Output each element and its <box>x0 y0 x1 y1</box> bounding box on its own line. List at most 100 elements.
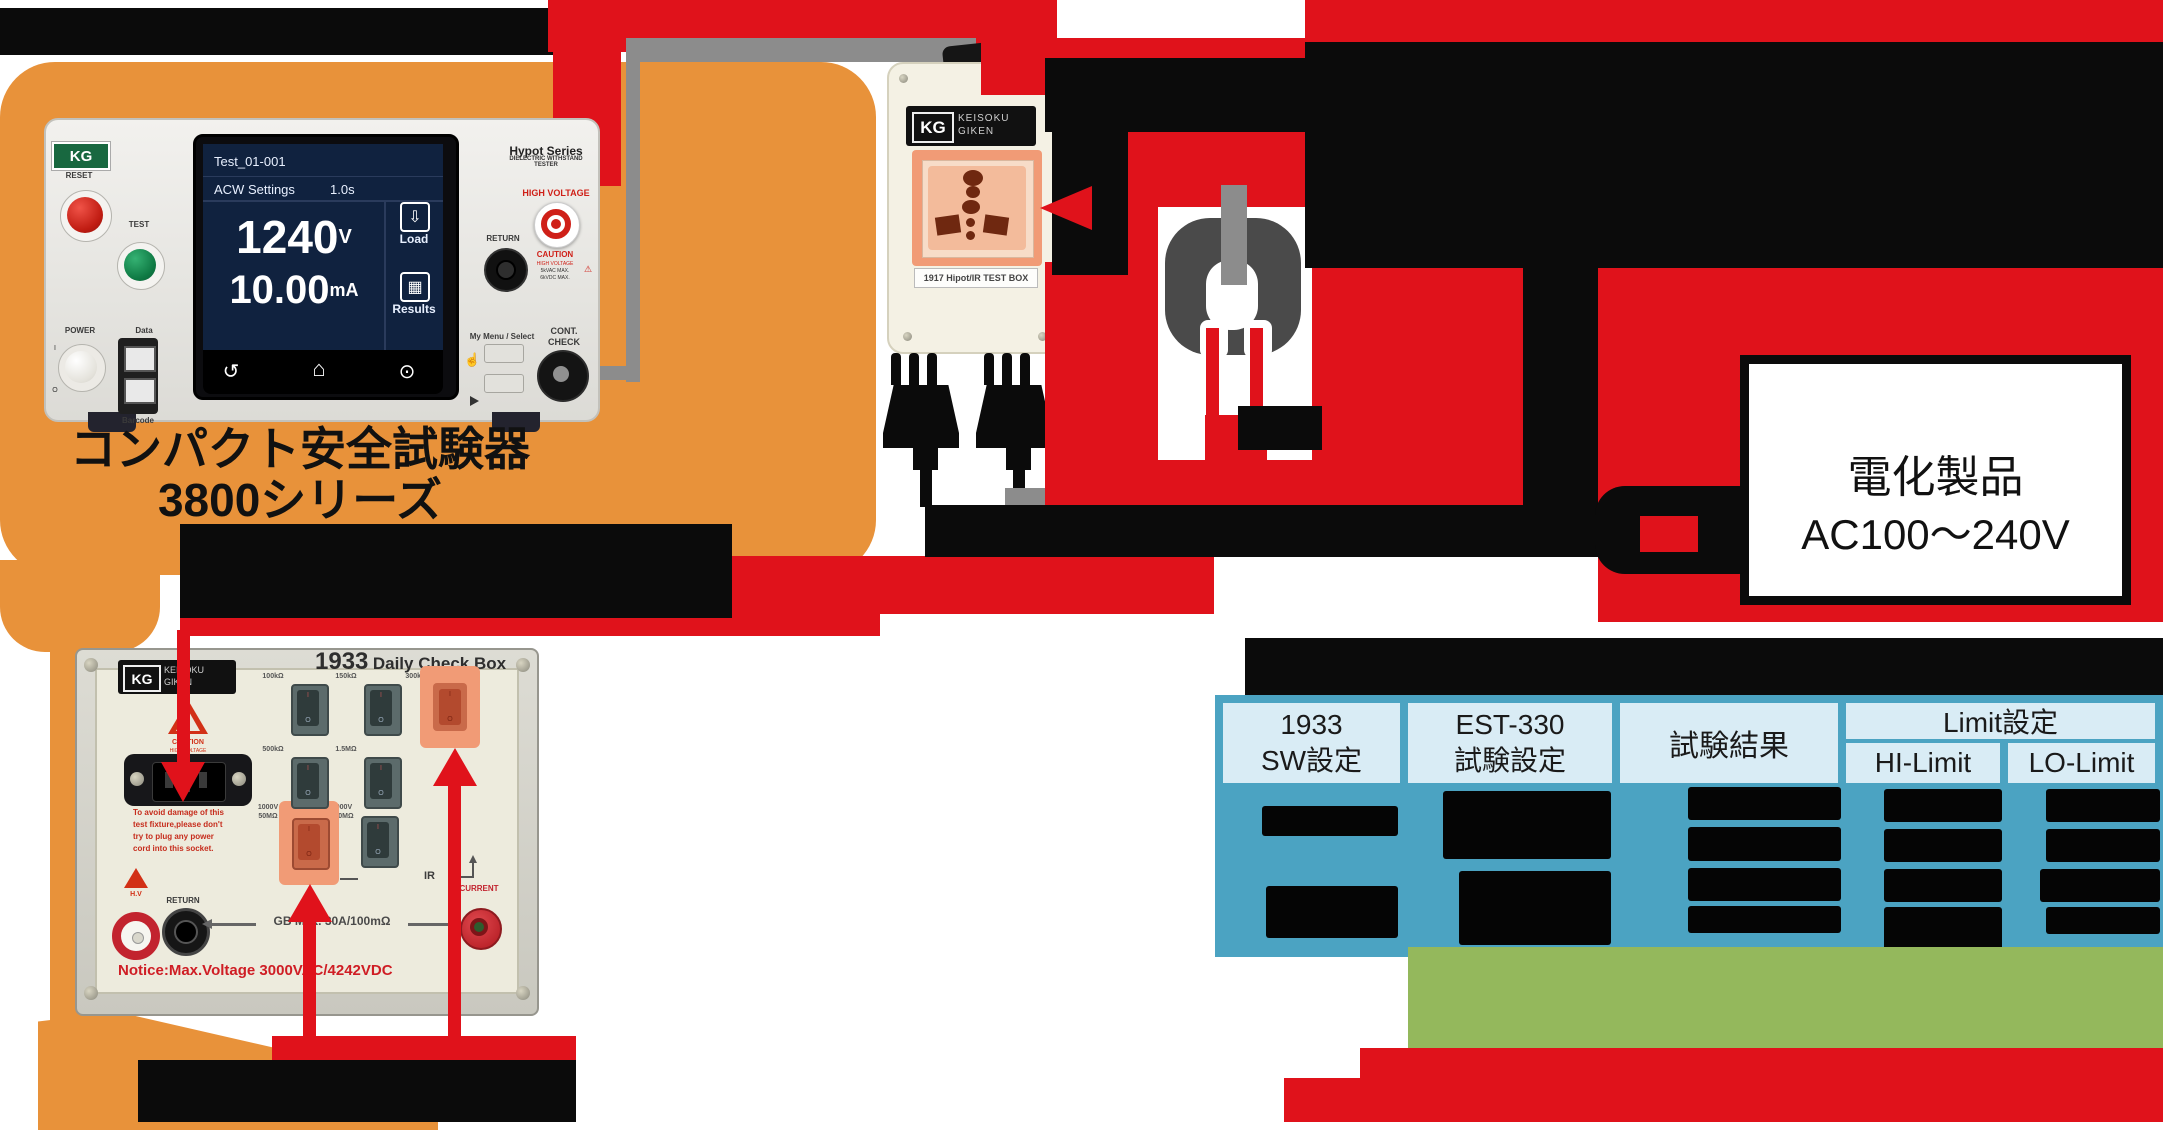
sw-label-r3c2b: 100MΩ <box>330 812 354 820</box>
menu-button-1[interactable] <box>484 344 524 363</box>
socket-hole-dot1 <box>966 218 975 227</box>
checkbox-screw <box>84 986 98 1000</box>
table-header-limit: Limit設定 <box>1846 703 2155 739</box>
plug-icon-bar <box>883 433 959 448</box>
return-terminal-label: RETURN <box>166 896 200 905</box>
gb-max-label: GB Max. 30A/100mΩ <box>273 914 391 928</box>
plug-icon-prong <box>909 353 919 385</box>
plug-icon-prong <box>891 353 901 385</box>
socket-hole-top2 <box>966 186 980 198</box>
sw-label-r3c1b: 50MΩ <box>258 812 278 820</box>
redacted-cell <box>2046 829 2160 862</box>
series-title: Hypot Series <box>509 143 583 158</box>
redacted-cell <box>1459 871 1611 945</box>
screen-divider2 <box>203 200 443 202</box>
testbox-maker-1: KEISOKU <box>958 113 1010 124</box>
caution-warning-icon-right: ⚠ <box>584 264 593 274</box>
socket-hole-top <box>963 170 983 186</box>
redacted-bottom-right-caption-start <box>1284 1078 1360 1122</box>
elbow-arrow-hline <box>460 876 474 878</box>
socket-slot-left <box>934 214 962 236</box>
plug-icon-body <box>976 385 1052 433</box>
plug-icon-neck <box>1006 448 1031 470</box>
plug-icon-bar <box>976 433 1052 448</box>
screen-display[interactable] <box>203 144 443 354</box>
redacted-title-top-left <box>0 8 553 55</box>
test-button-dome <box>124 249 156 281</box>
redacted-cell <box>1884 907 2002 950</box>
redacted-cell <box>1884 789 2002 822</box>
plug-icon-prong <box>984 353 994 385</box>
redacted-table-title <box>1245 638 2163 695</box>
arrow-right-icon <box>470 396 479 406</box>
reset-label: RESET <box>65 170 93 180</box>
hv-terminal-label: H.V <box>130 891 142 898</box>
elbow-arrow-vline <box>472 862 474 878</box>
hv-output-core <box>132 932 144 944</box>
elbow-arrow-head <box>469 855 477 863</box>
load-icon[interactable]: ⇩ <box>400 202 430 232</box>
ac-inlet-screw-right <box>232 772 246 786</box>
redacted-red-mass-left <box>1045 262 1100 507</box>
tester-foot-right <box>492 412 540 432</box>
nav-power-icon[interactable]: ⊙ <box>398 360 416 383</box>
fixture-warning-4: cord into this socket. <box>133 844 214 853</box>
checkbox-screw <box>516 658 530 672</box>
redacted-cell <box>2040 869 2160 902</box>
socket-hole-mid <box>962 200 980 214</box>
plug-icon-prong <box>1002 353 1012 385</box>
series-subtitle: DIELECTRIC WITHSTAND TESTER <box>509 156 583 168</box>
caution-line3: 6kVDC MAX. <box>540 274 570 281</box>
screen-divider-v <box>384 200 386 354</box>
checkbox-kg-logo: KG <box>123 665 161 692</box>
kg-logo: KG <box>51 141 111 171</box>
hv-warning-triangle <box>124 868 148 888</box>
caution-label: CAUTION <box>536 250 574 259</box>
load-label: Load <box>399 232 429 246</box>
usb-port-bottom <box>124 378 156 404</box>
socket-pointer-arrowhead <box>1040 186 1092 230</box>
table-header-lo-limit: LO-Limit <box>2008 743 2155 783</box>
nav-home-icon[interactable]: ⌂ <box>312 356 326 381</box>
current-terminal-label: CURRENT <box>459 884 499 893</box>
plug-icon-body <box>883 385 959 433</box>
notice-label: Notice:Max.Voltage 3000VAC/4242VDC <box>118 962 393 979</box>
sw-label-r3c2a: 1000V <box>331 803 353 811</box>
menu-button-2[interactable] <box>484 374 524 393</box>
cont-label-1: CONT. <box>550 326 578 336</box>
sw-label-1m5: 1.5MΩ <box>335 745 357 753</box>
nav-back-icon[interactable]: ↺ <box>222 360 240 383</box>
hand-icon: ☝ <box>464 352 481 367</box>
table-header-results: 試験結果 <box>1620 703 1838 783</box>
orange-panel-bump <box>0 560 160 652</box>
redacted-top-right-black <box>1305 42 2163 268</box>
plug-icon-prong <box>1020 353 1030 385</box>
redacted-black-tall <box>1052 58 1128 275</box>
test-label: TEST <box>128 220 150 229</box>
redacted-band-to-appliance <box>925 505 1625 557</box>
redacted-bottom-left-black <box>138 1060 576 1122</box>
redacted-cell <box>1688 868 1841 901</box>
appliance-line2: AC100～240V <box>1801 510 2070 558</box>
arrow-ir-shaft <box>303 922 316 1038</box>
socket-hole-dot2 <box>966 231 975 240</box>
appliance-plug-cord <box>1221 185 1247 285</box>
results-icon[interactable]: ▦ <box>400 272 430 302</box>
screen-navbar <box>203 350 443 394</box>
ir-label: IR <box>424 870 435 882</box>
gb-arrow-left <box>202 919 212 929</box>
redacted-plug-caption <box>1238 406 1322 450</box>
redacted-cell <box>1884 869 2002 902</box>
cont-check-jack-core <box>553 366 569 382</box>
caution-line2: 5kVAC MAX. <box>540 267 570 274</box>
return-jack-core <box>496 260 516 280</box>
socket-slot-right <box>982 214 1010 236</box>
